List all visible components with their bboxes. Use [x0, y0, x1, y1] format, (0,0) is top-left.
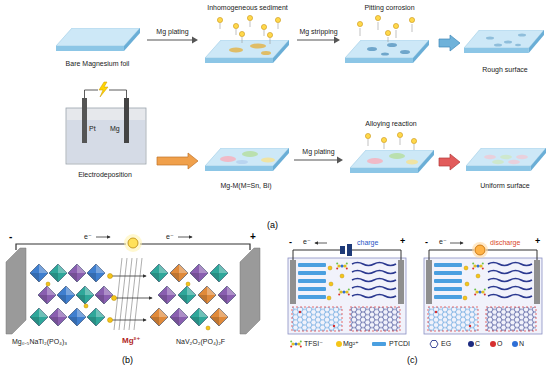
- legend-text: O: [497, 340, 502, 348]
- text-label: e⁻: [303, 238, 311, 245]
- stage-caption: Pitting corrosion: [364, 4, 414, 12]
- stage-node: Rough surface: [462, 24, 548, 74]
- stage-node: Bare Magnesium foil: [50, 22, 145, 68]
- arrow-line: [294, 159, 338, 160]
- flow-arrow: [297, 37, 340, 44]
- fat-arrow: [439, 154, 460, 170]
- flow-arrow: [439, 154, 460, 170]
- legend-swatch: [336, 341, 342, 347]
- text-label: Mg₀.₅NaTi₂(PO₄)₃: [12, 338, 67, 345]
- stage-caption: Uniform surface: [480, 182, 529, 190]
- flow-arrow: [157, 153, 198, 169]
- text-label: Mg²⁺: [122, 337, 140, 345]
- stage-node: Uniform surface: [462, 140, 548, 190]
- text-label: +: [535, 237, 540, 246]
- text-label: +: [250, 232, 256, 242]
- legend-text: Mg²⁺: [343, 340, 359, 348]
- stage-caption: Mg-M(M=Sn, Bi): [220, 182, 271, 190]
- fat-arrow: [439, 35, 460, 51]
- legend-text: C: [475, 340, 480, 348]
- edge-label: Mg stripping: [298, 28, 338, 36]
- text-label: NaV₂O₂(PO₄)₂F: [176, 338, 225, 345]
- stage-caption: Electrodeposition: [78, 171, 132, 179]
- text-label: e⁻: [439, 238, 447, 245]
- arrow-head: [337, 157, 343, 164]
- legend-swatch: [372, 342, 386, 346]
- arrow-line: [147, 39, 193, 40]
- stage-node: Inhomogeneous sediment: [200, 4, 295, 66]
- flow-arrow: [294, 157, 343, 164]
- text-label: discharge: [490, 239, 520, 246]
- stage-node: Mg-M(M=Sn, Bi): [200, 140, 292, 190]
- legend-text: TFSI⁻: [304, 340, 323, 348]
- text-label: e⁻: [166, 233, 174, 240]
- text-label: (b): [122, 356, 133, 365]
- text-label: Pt: [89, 125, 96, 132]
- text-label: (c): [407, 356, 418, 365]
- edge-label: Mg plating: [155, 28, 189, 36]
- text-label: e⁻: [84, 233, 92, 240]
- flow-arrow: [439, 35, 460, 51]
- stage-caption: Inhomogeneous sediment: [207, 4, 288, 12]
- stage-caption: Rough surface: [482, 66, 528, 74]
- legend-swatch: [490, 341, 496, 347]
- text-label: (a): [267, 221, 278, 230]
- text-label: -: [9, 232, 12, 242]
- legend-swatch: [512, 341, 518, 347]
- stage-caption: Bare Magnesium foil: [66, 60, 130, 68]
- legend-swatch: [468, 341, 474, 347]
- stage-node: Electrodeposition: [55, 95, 155, 179]
- text-label: charge: [357, 239, 378, 246]
- text-label: +: [400, 237, 405, 246]
- legend-text: PTCDI: [389, 340, 410, 348]
- arrow-head: [192, 37, 198, 44]
- stage-node: Alloying reaction: [345, 120, 437, 180]
- stage-caption: Alloying reaction: [365, 120, 416, 128]
- legend-text: EG: [441, 340, 451, 348]
- edge-label: Mg plating: [301, 148, 335, 156]
- text-label: Mg: [110, 125, 120, 132]
- arrow-head: [334, 37, 340, 44]
- arrow-line: [297, 39, 335, 40]
- fat-arrow: [157, 153, 198, 169]
- stage-node: Pitting corrosion: [342, 4, 437, 66]
- legend-text: N: [519, 340, 524, 348]
- text-label: -: [425, 238, 428, 247]
- flow-arrow: [147, 37, 198, 44]
- text-label: -: [289, 238, 292, 247]
